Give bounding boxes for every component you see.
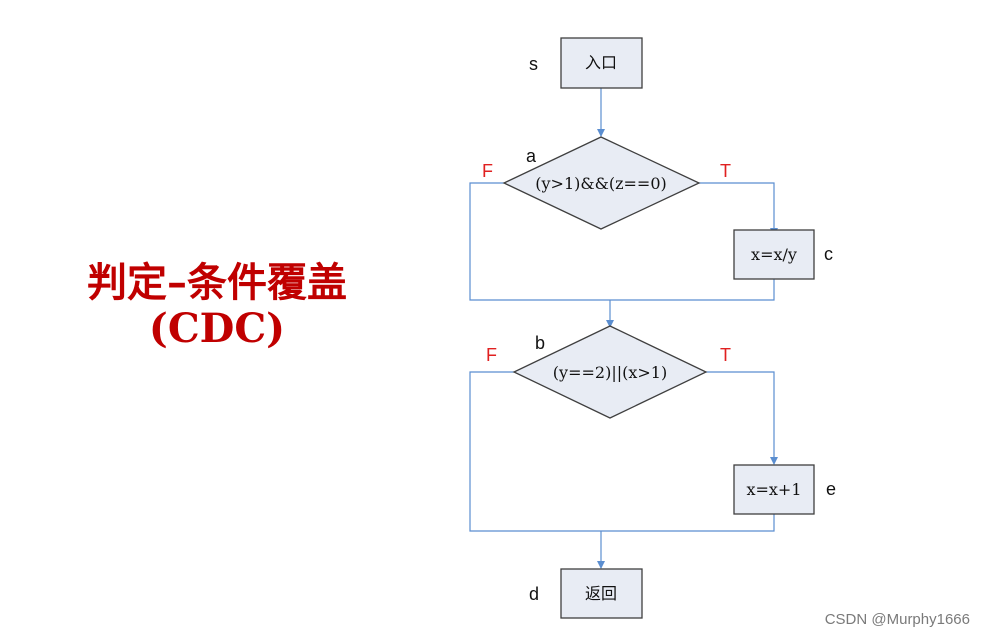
watermark-text: CSDN @Murphy1666 — [825, 611, 970, 628]
edge-a-true-to-c — [698, 182, 778, 236]
node-decision-a-label: a — [526, 146, 537, 166]
node-decision-b: (y==2)||(x>1) — [512, 325, 708, 419]
diagram-title-line1: 判定–条件覆盖 — [87, 259, 347, 306]
diagram-title-line2: (CDC) — [149, 305, 285, 352]
decision-a-true-label: T — [720, 161, 731, 181]
decision-b-false-label: F — [486, 345, 497, 365]
node-process-c: x=x/y — [733, 229, 815, 280]
node-process-e-text: x=x+1 — [746, 480, 801, 499]
node-decision-a: (y>1)&&(z==0) — [502, 136, 701, 230]
decision-a-false-label: F — [482, 161, 493, 181]
node-process-e-label: e — [826, 479, 836, 499]
decision-b-true-label: T — [720, 345, 731, 365]
node-return-text: 返回 — [585, 584, 617, 603]
node-return: 返回 — [560, 568, 643, 619]
node-process-c-label: c — [824, 244, 833, 264]
node-entry: 入口 — [560, 37, 643, 89]
node-decision-b-text: (y==2)||(x>1) — [553, 363, 667, 382]
node-process-e: x=x+1 — [733, 464, 815, 515]
node-decision-b-label: b — [535, 333, 545, 353]
node-process-c-text: x=x/y — [751, 245, 797, 264]
edge-b-false-to-merge — [469, 371, 775, 532]
node-entry-text: 入口 — [585, 53, 617, 72]
node-entry-label: s — [529, 54, 538, 74]
node-decision-a-text: (y>1)&&(z==0) — [535, 174, 667, 193]
edge-b-true-to-e — [706, 371, 778, 465]
edge-a-false-to-merge — [469, 182, 775, 301]
node-return-label: d — [529, 584, 539, 604]
